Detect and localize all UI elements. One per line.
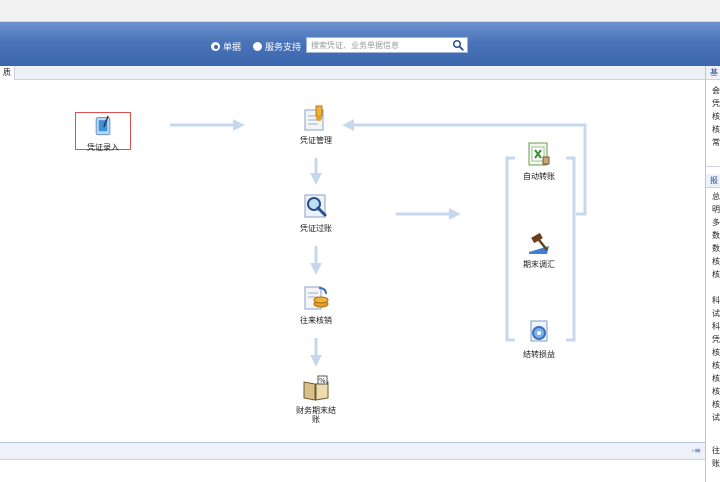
header-bar: 单据 服务支持 bbox=[0, 22, 720, 66]
right-panel-item[interactable]: 核 bbox=[712, 387, 720, 396]
node-voucher-entry[interactable]: 凭证录入 bbox=[75, 112, 131, 152]
right-panel-item[interactable]: 试 bbox=[712, 309, 720, 318]
right-panel-item[interactable]: 总 bbox=[712, 192, 720, 201]
right-panel-item[interactable]: 数 bbox=[712, 231, 720, 240]
right-panel-item[interactable]: 核 bbox=[712, 270, 720, 279]
panel-options-icon[interactable]: -≡ bbox=[691, 446, 701, 455]
arrow-group-to-manage bbox=[342, 119, 587, 216]
node-voucher-post-label: 凭证过账 bbox=[300, 224, 332, 233]
right-panel-item[interactable]: 核 bbox=[712, 374, 720, 383]
search-box bbox=[306, 37, 468, 53]
right-panel-item[interactable]: 明 bbox=[712, 205, 720, 214]
node-voucher-post[interactable]: 凭证过账 bbox=[281, 192, 351, 233]
node-reconcile[interactable]: 往来核销 bbox=[281, 284, 351, 325]
right-panel-item[interactable]: 会 bbox=[712, 86, 720, 95]
gavel-icon bbox=[529, 232, 549, 254]
node-voucher-manage-label: 凭证管理 bbox=[300, 136, 332, 145]
magnifier-ledger-icon bbox=[304, 194, 327, 218]
node-reconcile-label: 往来核销 bbox=[300, 316, 332, 325]
book-percent-icon: % bbox=[303, 375, 329, 401]
right-panel-item[interactable]: 科 bbox=[712, 322, 720, 331]
bottom-panel-body bbox=[0, 460, 705, 482]
radio-documents[interactable]: 单据 bbox=[211, 40, 241, 53]
right-panel-item[interactable]: 账 bbox=[712, 459, 720, 468]
right-panel-item[interactable]: 多 bbox=[712, 218, 720, 227]
node-voucher-entry-label: 凭证录入 bbox=[87, 143, 119, 152]
tab-active[interactable]: 质 bbox=[0, 66, 15, 80]
right-panel-item[interactable]: 核 bbox=[712, 125, 720, 134]
radio-service-support[interactable]: 服务支持 bbox=[253, 40, 301, 53]
coins-document-icon bbox=[304, 286, 329, 310]
clipboard-pen-icon bbox=[95, 115, 111, 136]
right-panel-section-head-basic: 基 bbox=[706, 66, 720, 80]
node-auto-transfer-label: 自动转账 bbox=[523, 172, 555, 181]
voucher-stamp-icon bbox=[304, 105, 324, 131]
group-bracket-right bbox=[566, 156, 576, 342]
right-panel-item[interactable]: 凭 bbox=[712, 99, 720, 108]
search-icon[interactable] bbox=[452, 39, 464, 51]
radio-selected-icon bbox=[211, 42, 220, 51]
window-top-strip bbox=[0, 0, 720, 22]
right-panel-section-head-reports: 报 bbox=[706, 174, 720, 188]
right-panel-item[interactable]: 核 bbox=[712, 361, 720, 370]
right-panel-item[interactable]: 往 bbox=[712, 446, 720, 455]
right-panel-item[interactable]: 核 bbox=[712, 257, 720, 266]
right-panel-item[interactable]: 试 bbox=[712, 413, 720, 422]
node-profit-loss-label: 结转损益 bbox=[523, 350, 555, 359]
spreadsheet-icon bbox=[528, 142, 550, 166]
node-period-adjust-label: 期末调汇 bbox=[523, 260, 555, 269]
node-auto-transfer[interactable]: 自动转账 bbox=[504, 140, 574, 181]
right-panel-item[interactable]: 常 bbox=[712, 138, 720, 147]
right-panel-item[interactable]: 凭 bbox=[712, 335, 720, 344]
gear-document-icon bbox=[530, 320, 548, 342]
radio-documents-label: 单据 bbox=[223, 43, 242, 53]
node-period-adjust[interactable]: 期末调汇 bbox=[504, 228, 574, 269]
tab-bar: 质 bbox=[0, 66, 705, 80]
right-panel-item[interactable]: 科 bbox=[712, 296, 720, 305]
right-side-panel: 基 会 凭 核 核 常 报 总 明 多 数 数 核 核 科 试 科 凭 核 核 … bbox=[705, 66, 720, 482]
radio-unselected-icon bbox=[253, 42, 262, 51]
svg-text:%: % bbox=[319, 377, 326, 385]
node-voucher-manage[interactable]: 凭证管理 bbox=[281, 104, 351, 145]
flow-canvas: 凭证录入 凭证管理 凭证过账 往来核销 bbox=[0, 80, 705, 442]
group-bracket-left bbox=[505, 156, 515, 342]
node-close-period[interactable]: % 财务期末结账 bbox=[281, 374, 351, 424]
bottom-panel-bar: -≡ bbox=[0, 442, 705, 460]
search-input[interactable] bbox=[307, 38, 447, 52]
right-panel-item[interactable]: 核 bbox=[712, 400, 720, 409]
right-panel-item[interactable]: 数 bbox=[712, 244, 720, 253]
right-panel-item[interactable]: 核 bbox=[712, 112, 720, 121]
radio-service-support-label: 服务支持 bbox=[265, 43, 302, 53]
flow-connectors bbox=[170, 119, 587, 367]
right-panel-item[interactable]: 核 bbox=[712, 348, 720, 357]
right-panel-divider bbox=[706, 166, 720, 167]
node-close-period-label: 财务期末结账 bbox=[296, 406, 336, 424]
node-profit-loss[interactable]: 结转损益 bbox=[504, 318, 574, 359]
